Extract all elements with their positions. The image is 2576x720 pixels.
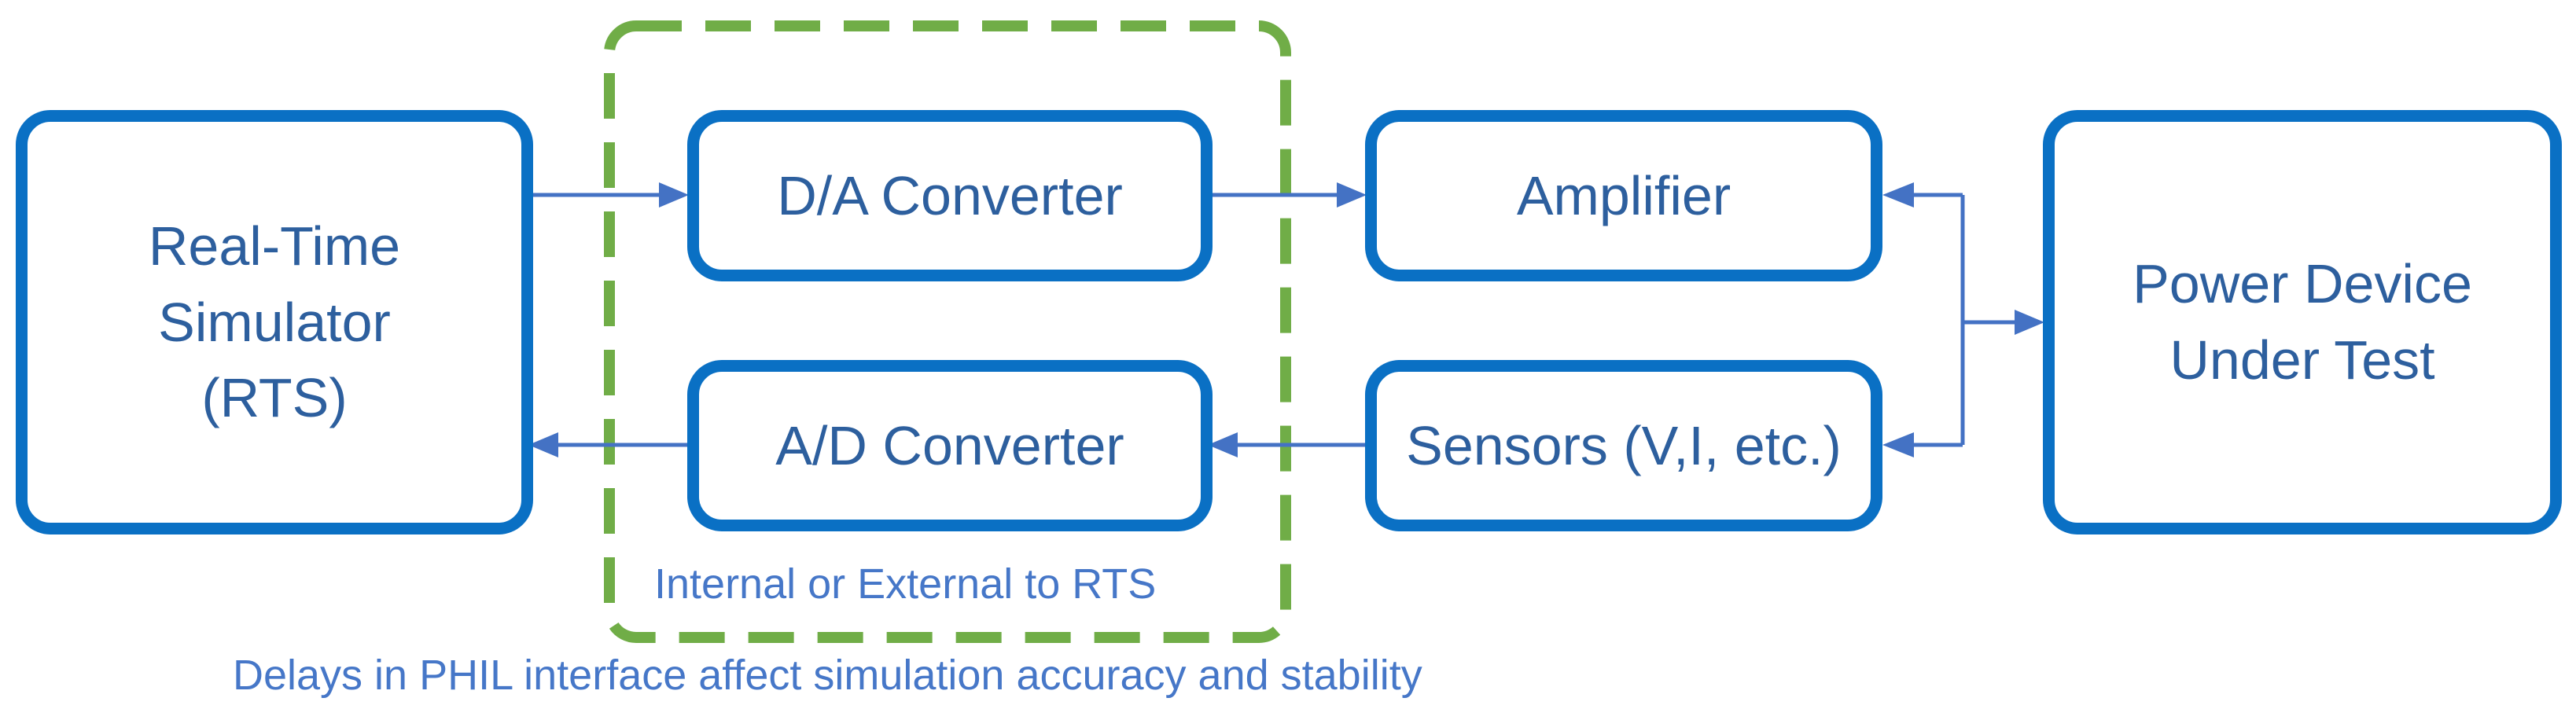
arrowhead-into-amplifier [1882, 182, 1914, 208]
arrow-rts-to-da [528, 182, 689, 208]
diagram-caption: Delays in PHIL interface affect simulati… [233, 652, 1422, 699]
amplifier-label: Amplifier [1516, 164, 1731, 226]
arrow-ad-to-rts [528, 432, 689, 457]
power-device-block: Power Device Under Test [2043, 110, 2562, 534]
real-time-simulator-label: Real-Time Simulator (RTS) [149, 208, 400, 436]
rts-line-1: Real-Time [148, 215, 401, 277]
internal-external-region [604, 20, 1291, 643]
ad-converter-label: A/D Converter [775, 414, 1124, 476]
da-converter-block: D/A Converter [687, 110, 1213, 281]
rts-line-2: Simulator [158, 291, 391, 353]
connector-power-device-bus [1914, 193, 2015, 447]
ad-converter-block: A/D Converter [687, 360, 1213, 531]
amplifier-block: Amplifier [1365, 110, 1882, 281]
power-device-label: Power Device Under Test [2133, 246, 2472, 398]
internal-external-note: Internal or External to RTS [654, 560, 1157, 608]
arrow-da-to-amplifier [1208, 182, 1367, 208]
arrowhead-into-power-device [2015, 310, 2044, 335]
rts-line-3: (RTS) [201, 367, 348, 429]
sensors-label: Sensors (V,I, etc.) [1406, 414, 1842, 476]
real-time-simulator-block: Real-Time Simulator (RTS) [16, 110, 533, 534]
power-device-line-2: Under Test [2169, 329, 2435, 391]
sensors-block: Sensors (V,I, etc.) [1365, 360, 1882, 531]
arrow-sensors-to-ad [1208, 432, 1367, 457]
da-converter-label: D/A Converter [777, 164, 1123, 226]
arrowhead-into-sensors [1882, 432, 1914, 457]
power-device-line-1: Power Device [2133, 253, 2472, 315]
